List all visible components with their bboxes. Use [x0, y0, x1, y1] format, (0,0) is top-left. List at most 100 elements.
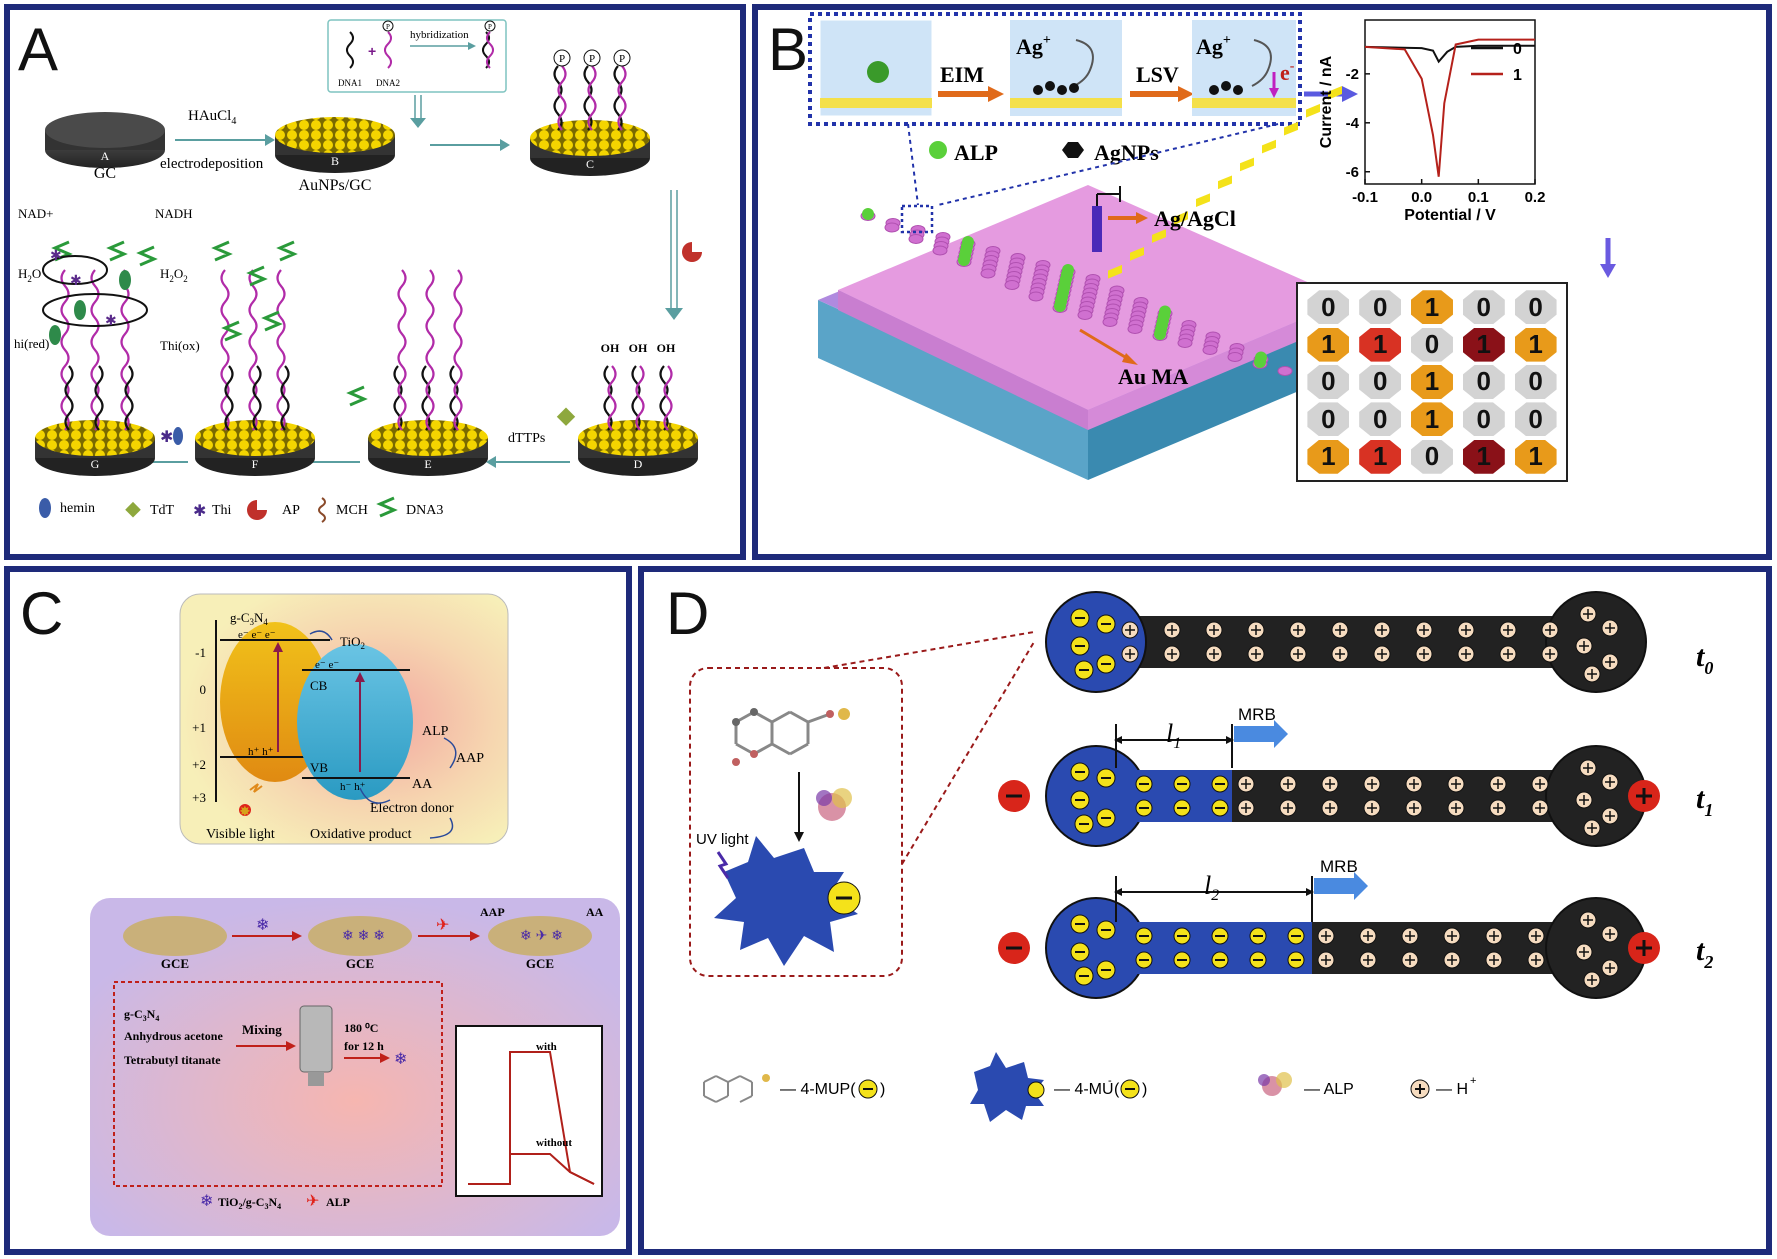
matrix-value: 1 [1307, 327, 1350, 362]
panel-c: C -1 0 +1 +2 +3 g-C3N4 e⁻ e⁻ e⁻ h⁺ h⁺ [4, 566, 632, 1255]
dna2-label: DNA2 [376, 78, 400, 88]
svg-text:✱: ✱ [50, 247, 62, 263]
autoclave [299, 1005, 333, 1073]
mch-icon [318, 497, 326, 523]
svg-text:P: P [488, 23, 492, 31]
panel-a-label: A [18, 16, 59, 83]
hybridization-box [327, 19, 507, 93]
matrix-cell: 1 [1356, 327, 1405, 362]
au-ma-label: Au MA [1118, 364, 1188, 389]
cb-label: CB [310, 678, 328, 693]
svg-text:E: E [424, 457, 431, 471]
l2-label: l2 [1204, 871, 1219, 904]
time-label: for 12 h [344, 1039, 384, 1053]
4-mu-fluorescent [714, 836, 858, 966]
legend-label-1: 1 [1513, 67, 1522, 84]
synthesis-box [113, 981, 443, 1187]
gc3n4-label: g-C3N4 [230, 610, 268, 627]
matrix-cell: 0 [1408, 327, 1457, 362]
disc-c: C P P P [530, 49, 650, 176]
gce-disc-1 [123, 916, 227, 956]
gce-label-1: GCE [161, 956, 189, 971]
matrix-value: 0 [1359, 290, 1402, 325]
matrix-value: 1 [1359, 439, 1402, 474]
alp-label-c: ALP [422, 724, 449, 739]
uv-icon [716, 851, 730, 879]
svg-text:— ALP: — ALP [1304, 1081, 1354, 1098]
matrix-cell: 1 [1511, 327, 1560, 362]
svg-text:❄: ❄ [200, 1193, 213, 1210]
matrix-value: 0 [1514, 364, 1557, 399]
ag-ion-label: Ag+ [1016, 33, 1051, 59]
dna2-strand [384, 31, 392, 69]
au-pad [1196, 193, 1210, 208]
svg-text:DNA3: DNA3 [406, 503, 443, 518]
t1-label: t1 [1696, 782, 1713, 820]
matrix-cell: 1 [1459, 439, 1508, 474]
svg-text:— 4-MU: — 4-MU [1054, 1081, 1114, 1098]
reservoir-right [1545, 591, 1647, 693]
x-tick-label: 0.2 [1525, 189, 1546, 206]
matrix-value: 0 [1359, 402, 1402, 437]
alp-well [1254, 356, 1266, 368]
hybridization-label: hybridization [410, 29, 469, 41]
x-tick-label: 0.1 [1468, 189, 1489, 206]
eim-label: EIM [940, 62, 984, 87]
matrix-value: 1 [1307, 439, 1350, 474]
h2o-label: H2O [18, 266, 41, 284]
dttps-label: dTTPs [508, 431, 545, 446]
zoom-box [808, 12, 1302, 126]
matrix-cell: 0 [1459, 290, 1508, 325]
dna3-icon [346, 385, 368, 407]
gc-label: GC [94, 165, 116, 182]
alp-enzyme [816, 788, 852, 821]
hemin-icon [173, 427, 183, 445]
svg-text:): ) [880, 1081, 885, 1098]
mixing-label: Mixing [242, 1022, 282, 1037]
panel-a-legend: hemin TdT ✱ Thi AP MCH DNA3 [39, 496, 443, 523]
vb-label: VB [310, 760, 328, 775]
au-pad [1174, 211, 1188, 225]
matrix-cell: 1 [1304, 327, 1353, 362]
step-a: A [101, 149, 110, 163]
svg-text:+2: +2 [192, 757, 206, 772]
matrix-value: 1 [1410, 402, 1453, 437]
panel-d: D UV light l1 MRB [638, 566, 1772, 1255]
matrix-value: 0 [1462, 290, 1505, 325]
l1-label: l1 [1166, 719, 1181, 752]
tio2-label: TiO2 [340, 634, 365, 651]
matrix-value: 0 [1462, 364, 1505, 399]
step-b: B [331, 154, 339, 168]
matrix-value: 1 [1410, 364, 1453, 399]
svg-text:(: ( [1114, 1081, 1120, 1098]
aap-label: AAP [456, 751, 484, 766]
au-pad [1218, 175, 1232, 190]
legend-alp-c: ALP [326, 1195, 350, 1209]
svg-text:P: P [589, 53, 595, 65]
tdt-icon [125, 501, 141, 518]
alp-well [958, 254, 970, 266]
svg-text:✱: ✱ [105, 312, 117, 328]
nad-label: NAD+ [18, 206, 54, 221]
alp-well [1154, 328, 1166, 340]
svg-text:-1: -1 [195, 645, 206, 660]
matrix-value: 0 [1307, 290, 1350, 325]
matrix-value: 0 [1410, 439, 1453, 474]
x-tick-label: -0.1 [1352, 189, 1378, 206]
panel-b-label: B [768, 16, 809, 83]
matrix-value: 1 [1514, 327, 1557, 362]
electron-donor-label: Electron donor [370, 801, 454, 816]
ap-icon [682, 242, 702, 262]
svg-text:✸: ✸ [239, 803, 251, 819]
panel-a-diagram: A GC HAuCl4 electrodeposition B AuNPs/GC… [14, 19, 702, 523]
au-pad [1152, 229, 1166, 243]
au-pads [1108, 86, 1342, 279]
au-pad [1284, 121, 1298, 136]
mrb-label-1: MRB [1238, 705, 1276, 724]
svg-text:OH: OH [657, 341, 676, 355]
au-pad [1262, 139, 1276, 154]
svg-text:✈: ✈ [306, 1193, 319, 1210]
au-pad [1328, 86, 1342, 100]
svg-text:P: P [559, 53, 565, 65]
